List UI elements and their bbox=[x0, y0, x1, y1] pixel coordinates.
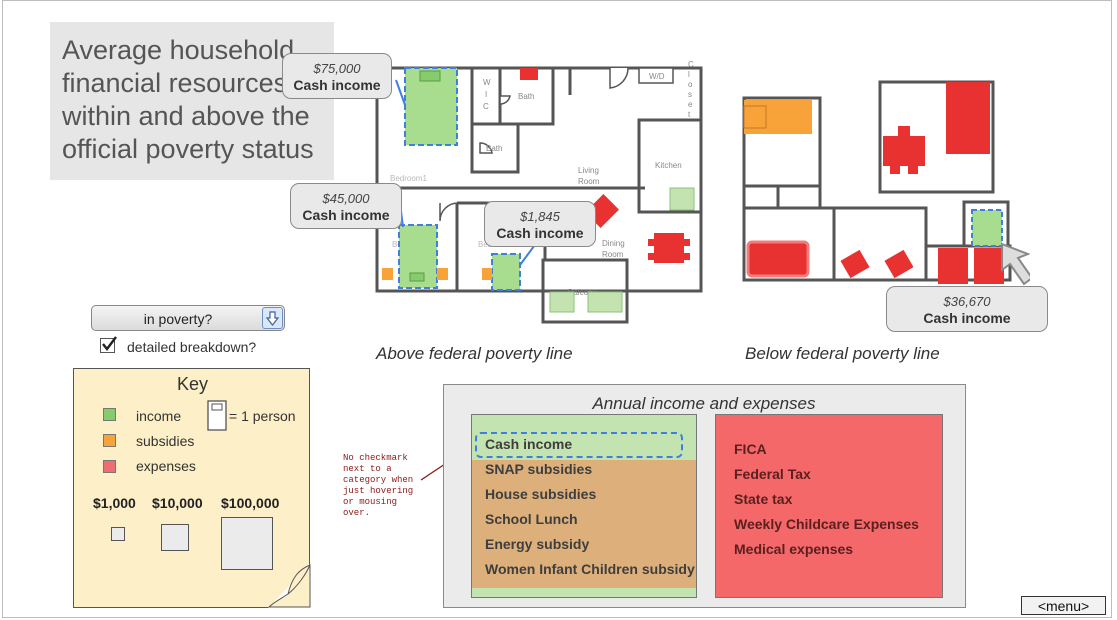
scale-square-10k bbox=[161, 524, 189, 551]
callout-bedroom3[interactable]: $1,845 Cash income bbox=[484, 201, 596, 247]
svg-text:Bath: Bath bbox=[486, 144, 502, 153]
arrow-down-icon bbox=[265, 311, 280, 326]
svg-text:C: C bbox=[688, 60, 694, 69]
subsidies-block bbox=[472, 460, 696, 588]
callout-label: Cash income bbox=[496, 225, 584, 241]
checkmark-icon bbox=[102, 336, 117, 351]
wic-label: W bbox=[483, 78, 491, 87]
subsidy-item-energy[interactable]: Energy subsidy bbox=[485, 536, 590, 552]
expense-item-fica[interactable]: FICA bbox=[734, 441, 767, 457]
svg-text:s: s bbox=[688, 90, 692, 99]
poverty-select-value: in poverty? bbox=[143, 311, 213, 327]
breakdown-checkbox-label: detailed breakdown? bbox=[127, 339, 257, 355]
dropdown-arrow-button[interactable] bbox=[262, 307, 283, 329]
svg-text:W/D: W/D bbox=[649, 72, 665, 81]
expenses-swatch bbox=[103, 460, 116, 473]
callout-label: Cash income bbox=[293, 77, 381, 93]
subsidy-item-house[interactable]: House subsidies bbox=[485, 486, 597, 502]
caption-above: Above federal poverty line bbox=[376, 344, 573, 363]
income-item-cash[interactable]: Cash income bbox=[485, 436, 573, 452]
income-column: Cash income SNAP subsidies House subsidi… bbox=[471, 414, 697, 598]
callout-amount: $36,670 bbox=[943, 294, 991, 309]
annotation-note: No checkmark next to a category when jus… bbox=[343, 453, 414, 518]
poverty-select[interactable]: in poverty? bbox=[91, 305, 285, 331]
key-label-expenses: expenses bbox=[136, 458, 196, 474]
key-label-income: income bbox=[136, 408, 182, 424]
hover-outline bbox=[475, 432, 683, 458]
scale-square-1k bbox=[111, 527, 125, 541]
scale-label-100k: $100,000 bbox=[221, 495, 280, 511]
income-swatch bbox=[103, 408, 116, 421]
subsidy-item-school-lunch[interactable]: School Lunch bbox=[485, 511, 578, 527]
svg-text:Room: Room bbox=[578, 177, 600, 186]
scale-label-10k: $10,000 bbox=[152, 495, 203, 511]
floorplan-below bbox=[742, 80, 1030, 286]
scale-label-1k: $1,000 bbox=[93, 495, 136, 511]
title-box: Average household financial resources wi… bbox=[50, 22, 334, 180]
key-person-label: = 1 person bbox=[229, 408, 296, 424]
bed-icon bbox=[207, 400, 227, 431]
svg-text:Room: Room bbox=[602, 250, 624, 259]
callout-amount: $75,000 bbox=[313, 61, 361, 76]
panel-title: Annual income and expenses bbox=[592, 394, 816, 413]
svg-text:Living: Living bbox=[578, 166, 599, 175]
svg-text:Bedroom1: Bedroom1 bbox=[390, 174, 427, 183]
breakdown-checkbox[interactable] bbox=[100, 336, 117, 353]
callout-bedroom1[interactable]: $75,000 Cash income bbox=[282, 53, 392, 99]
expense-item-medical[interactable]: Medical expenses bbox=[734, 541, 854, 557]
svg-text:Bath: Bath bbox=[518, 92, 534, 101]
svg-text:Balcony: Balcony bbox=[568, 288, 596, 297]
svg-text:o: o bbox=[688, 80, 693, 89]
menu-button[interactable]: <menu> bbox=[1021, 596, 1106, 615]
income-expenses-panel: Annual income and expenses Cash income S… bbox=[443, 384, 966, 608]
svg-text:Kitchen: Kitchen bbox=[655, 161, 682, 170]
callout-amount: $45,000 bbox=[322, 191, 370, 206]
callout-label: Cash income bbox=[923, 310, 1011, 326]
subsidy-item-wic[interactable]: Women Infant Children subsidy bbox=[485, 561, 695, 577]
page-title: Average household financial resources wi… bbox=[62, 35, 314, 164]
callout-amount: $1,845 bbox=[520, 209, 560, 224]
key-title: Key bbox=[176, 374, 209, 394]
svg-text:t: t bbox=[688, 110, 691, 119]
callout-label: Cash income bbox=[302, 207, 390, 223]
scale-square-100k bbox=[221, 517, 273, 570]
expense-item-federal-tax[interactable]: Federal Tax bbox=[734, 466, 811, 482]
caption-below: Below federal poverty line bbox=[745, 344, 940, 363]
expense-item-state-tax[interactable]: State tax bbox=[734, 491, 793, 507]
callout-bedroom2[interactable]: $45,000 Cash income bbox=[290, 183, 402, 229]
expenses-column: FICA Federal Tax State tax Weekly Childc… bbox=[715, 414, 943, 598]
callout-below[interactable]: $36,670 Cash income bbox=[886, 286, 1048, 332]
subsidy-item-snap[interactable]: SNAP subsidies bbox=[485, 461, 593, 477]
subsidies-swatch bbox=[103, 434, 116, 447]
svg-text:e: e bbox=[688, 100, 693, 109]
svg-text:Dining: Dining bbox=[602, 239, 625, 248]
expense-item-childcare[interactable]: Weekly Childcare Expenses bbox=[734, 516, 919, 532]
svg-text:l: l bbox=[688, 70, 690, 79]
svg-text:C: C bbox=[483, 102, 489, 111]
key-label-subsidies: subsidies bbox=[136, 433, 195, 449]
page-curl-icon bbox=[268, 564, 311, 608]
legend-key: Key income subsidies expenses = 1 person… bbox=[73, 368, 311, 608]
svg-text:I: I bbox=[485, 90, 487, 99]
